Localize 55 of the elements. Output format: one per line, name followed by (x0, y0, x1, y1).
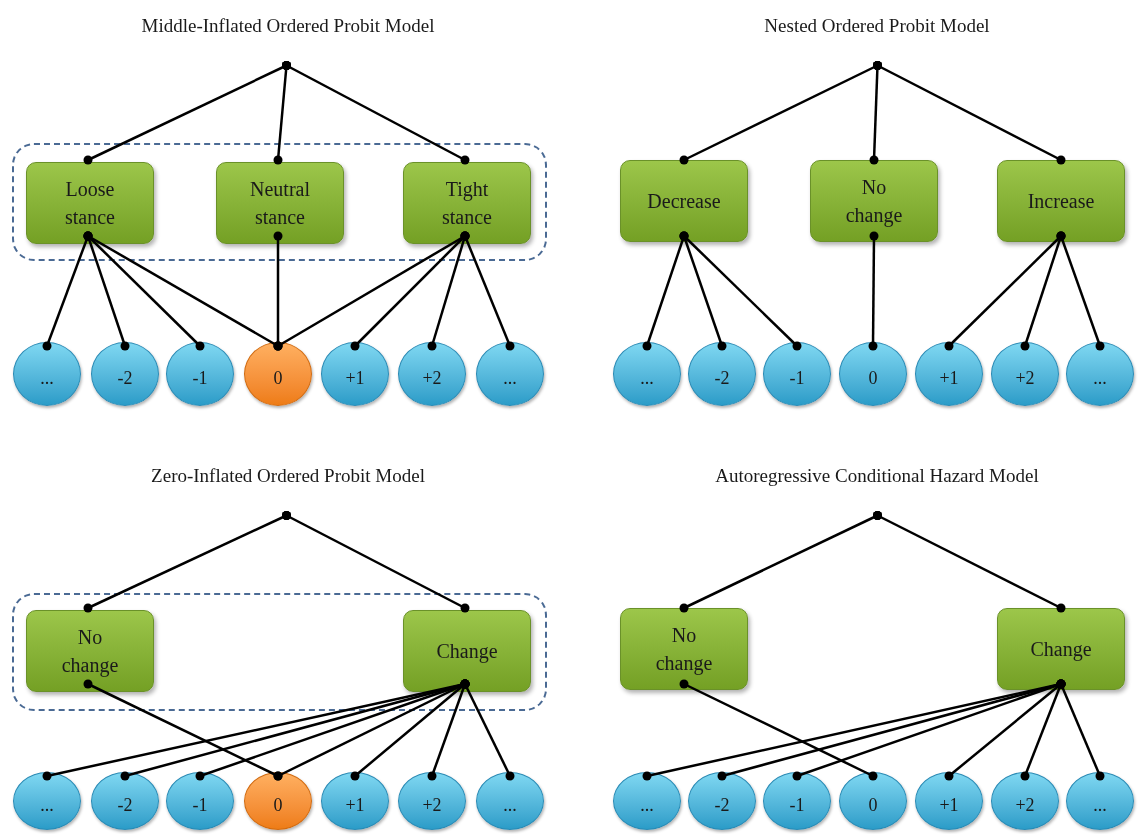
outcome-ellipse: -2 (91, 342, 159, 406)
outcome-ellipse: ... (1066, 342, 1134, 406)
outcome-ellipse: -2 (688, 772, 756, 830)
panel-title: Middle-Inflated Ordered Probit Model (141, 14, 435, 38)
inflated-outcome-ellipse: 0 (244, 342, 312, 406)
category-box: Increase (997, 160, 1125, 242)
connector-line (873, 61, 1066, 165)
outcome-ellipse: -2 (91, 772, 159, 830)
connector-line (1056, 231, 1105, 351)
outcome-ellipse: ... (476, 342, 544, 406)
outcome-ellipse: -1 (763, 772, 831, 830)
outcome-ellipse: ... (613, 342, 681, 406)
connector-line (282, 511, 470, 613)
outcome-ellipse: +2 (398, 772, 466, 830)
outcome-ellipse: 0 (839, 342, 907, 406)
outcome-ellipse: -1 (166, 342, 234, 406)
category-box: Decrease (620, 160, 748, 242)
category-box: No change (620, 608, 748, 690)
outcome-ellipse: +1 (321, 772, 389, 830)
outcome-ellipse: ... (476, 772, 544, 830)
category-box: Loose stance (26, 162, 154, 244)
outcome-ellipse: ... (13, 342, 81, 406)
category-box: No change (810, 160, 938, 242)
connector-line (460, 231, 515, 351)
category-box: Neutral stance (216, 162, 344, 244)
connector-line (1056, 679, 1105, 781)
connector-line (679, 679, 878, 781)
connector-line (868, 231, 879, 351)
panel-title: Autoregressive Conditional Hazard Model (715, 464, 1039, 488)
outcome-ellipse: +2 (991, 342, 1059, 406)
dashed-group-box (12, 143, 547, 261)
outcome-ellipse: +1 (915, 772, 983, 830)
outcome-ellipse: -2 (688, 342, 756, 406)
outcome-ellipse: -1 (763, 342, 831, 406)
inflated-outcome-ellipse: 0 (244, 772, 312, 830)
connector-line (460, 679, 515, 781)
outcome-ellipse: ... (13, 772, 81, 830)
connector-line (679, 231, 802, 351)
outcome-ellipse: +1 (915, 342, 983, 406)
dashed-group-box (12, 593, 547, 711)
panel-title: Nested Ordered Probit Model (764, 14, 990, 38)
connector-line (873, 511, 1066, 613)
outcome-ellipse: ... (613, 772, 681, 830)
outcome-ellipse: ... (1066, 772, 1134, 830)
outcome-ellipse: +2 (398, 342, 466, 406)
category-box: Change (997, 608, 1125, 690)
category-box: No change (26, 610, 154, 692)
category-box: Tight stance (403, 162, 531, 244)
panel-title: Zero-Inflated Ordered Probit Model (151, 464, 425, 488)
outcome-ellipse: +1 (321, 342, 389, 406)
outcome-ellipse: -1 (166, 772, 234, 830)
outcome-ellipse: 0 (839, 772, 907, 830)
connector-line (282, 61, 470, 165)
category-box: Change (403, 610, 531, 692)
outcome-ellipse: +2 (991, 772, 1059, 830)
